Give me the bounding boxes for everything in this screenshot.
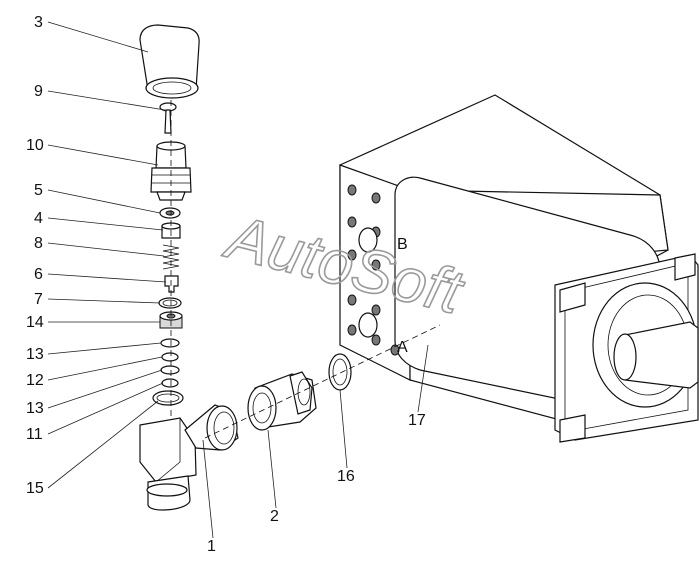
callout-1: 1 xyxy=(207,538,216,555)
callout-8: 8 xyxy=(34,235,43,252)
part-15-seal xyxy=(152,390,184,406)
callout-7: 7 xyxy=(34,291,43,308)
callout-numbers: 3 9 10 5 4 8 6 7 14 13 12 13 11 15 1 2 1… xyxy=(26,14,426,555)
part-3-cap xyxy=(139,24,200,99)
pump-shaft-end xyxy=(613,333,637,381)
part-16-seal-ring xyxy=(328,353,352,391)
part-1-tee-fitting xyxy=(139,404,239,511)
callout-4: 4 xyxy=(34,210,43,227)
callout-6: 6 xyxy=(34,266,43,283)
port-b-label: B xyxy=(397,236,408,253)
flange-ear-top-left xyxy=(559,282,586,313)
part-6-plunger xyxy=(164,275,179,293)
flange-ear-top-right xyxy=(674,253,696,281)
part-13-oring-lower xyxy=(160,365,180,375)
part-7-ring xyxy=(158,297,182,309)
flange-ear-bottom-left xyxy=(559,414,586,443)
part-9-needle-valve xyxy=(159,102,177,134)
flange-bolt-holes xyxy=(347,184,400,356)
callout-11: 11 xyxy=(26,426,43,443)
part-5-washer xyxy=(159,207,181,219)
callout-5: 5 xyxy=(34,182,43,199)
callout-17: 17 xyxy=(408,412,426,429)
callout-15: 15 xyxy=(26,480,44,497)
part-12-washer xyxy=(161,352,179,362)
callout-16: 16 xyxy=(337,468,355,485)
part-8-spring xyxy=(162,244,180,270)
leader-lines xyxy=(47,21,429,539)
callout-3: 3 xyxy=(34,14,43,31)
part-13-oring-upper xyxy=(160,338,180,348)
callout-14: 14 xyxy=(26,314,44,331)
port-a-label: A xyxy=(397,339,408,356)
assembly-axis-line xyxy=(204,324,441,439)
callout-2: 2 xyxy=(270,508,279,525)
callout-12: 12 xyxy=(26,372,44,389)
callout-13-lower: 13 xyxy=(26,400,44,417)
callout-9: 9 xyxy=(34,83,43,100)
part-11-ring xyxy=(161,378,179,388)
callout-10: 10 xyxy=(26,137,44,154)
callout-13-upper: 13 xyxy=(26,346,44,363)
part-2-union xyxy=(247,371,317,431)
pump-body: B A xyxy=(339,94,699,443)
